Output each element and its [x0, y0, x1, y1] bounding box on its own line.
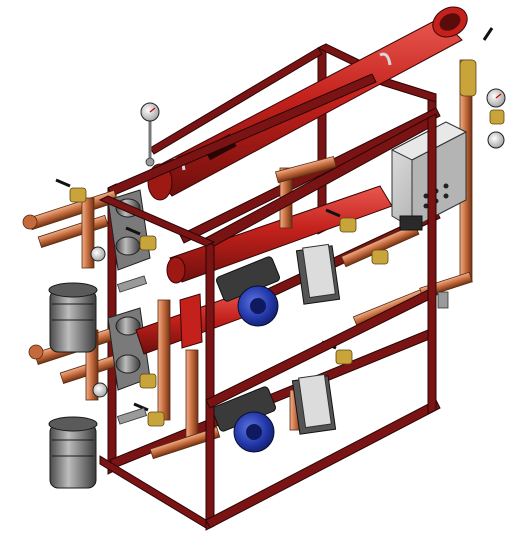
- brass-valves: [69, 59, 505, 427]
- y-strainer-upper: [48, 282, 98, 353]
- circulation-pump-upper: [216, 243, 341, 327]
- pressure-gauge-top-left: [140, 102, 160, 160]
- valve-handles: [55, 27, 494, 412]
- circulation-pump-lower: [212, 373, 337, 453]
- steel-fittings: [116, 157, 449, 425]
- pressure-gauge-middle: [90, 246, 108, 398]
- pressure-gauge-top-right: [486, 88, 506, 149]
- y-strainer-lower: [48, 416, 98, 489]
- skid-frame-front: [98, 113, 441, 531]
